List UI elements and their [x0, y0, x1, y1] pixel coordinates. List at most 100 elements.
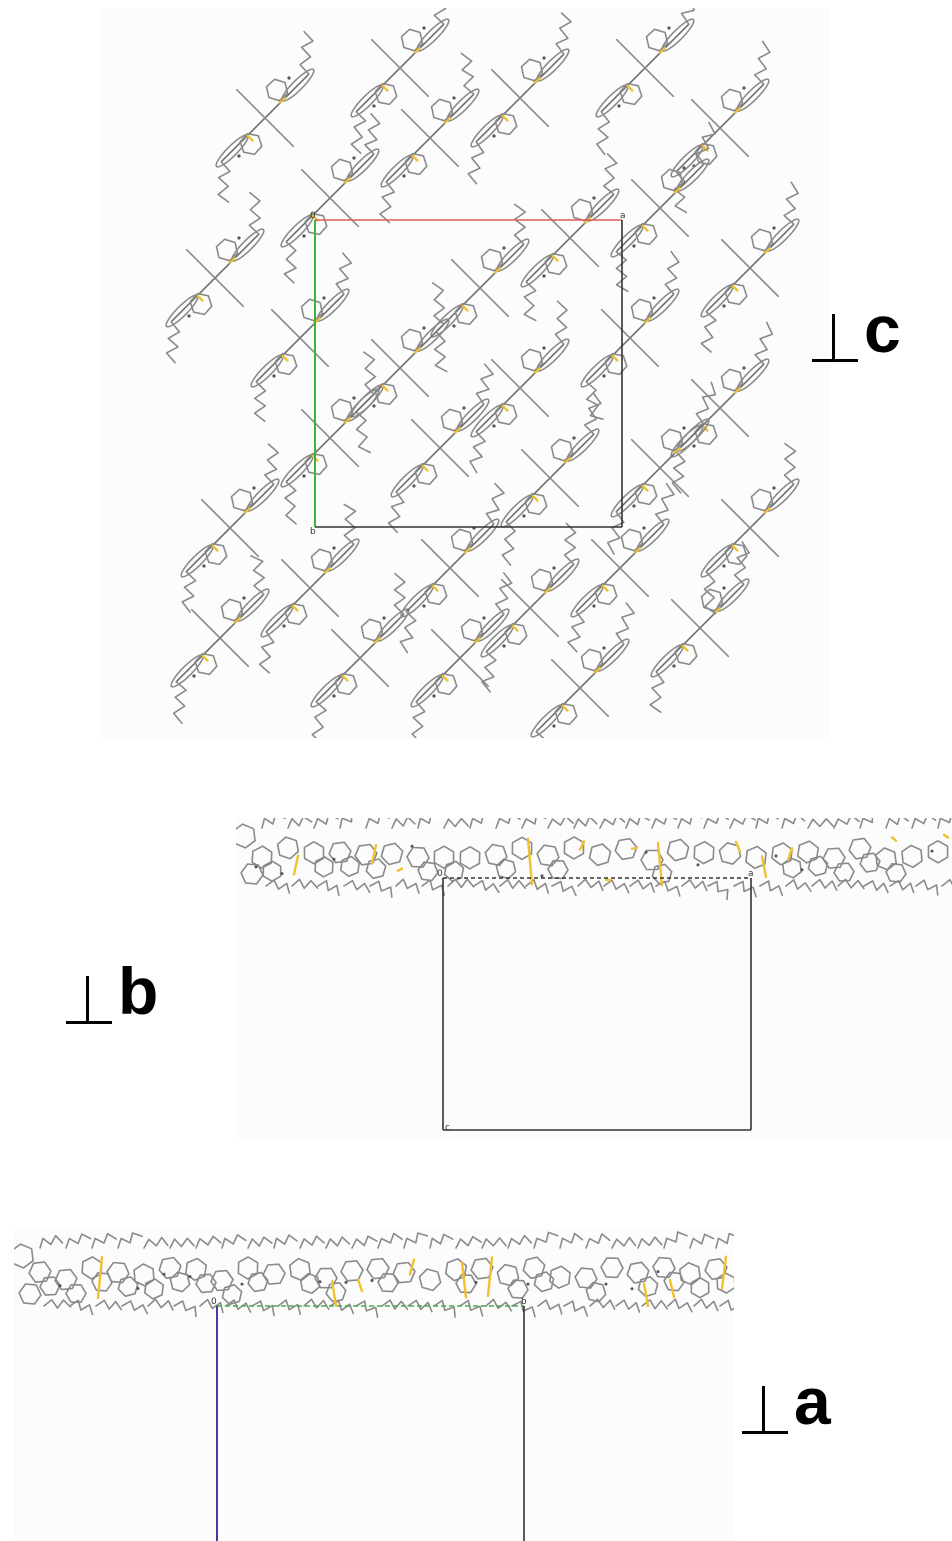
alkyl-chain: [759, 880, 784, 897]
atom-dot: [774, 854, 778, 858]
alkyl-chain: [681, 878, 708, 892]
cross-bond: [450, 258, 510, 318]
sulfur-atom: [486, 1256, 494, 1298]
atom-dot: [287, 76, 291, 80]
benzene-ring: [796, 840, 820, 864]
benzene-ring: [265, 78, 289, 102]
atom-dot: [742, 366, 746, 370]
benzene-ring: [314, 855, 334, 878]
sulfur-atom: [658, 47, 666, 54]
benzene-ring: [54, 1268, 78, 1291]
benzene-ring: [720, 88, 744, 112]
cross-bond: [400, 108, 460, 168]
molecule-layer: [14, 1231, 734, 1318]
benzene-ring: [240, 863, 264, 885]
benzene-ring: [885, 862, 907, 883]
alkyl-chain: [937, 818, 952, 829]
alkyl-chain: [595, 111, 611, 156]
benzene-ring: [433, 845, 455, 870]
sulfur-atom: [330, 1280, 338, 1307]
sulfur-atom: [381, 384, 389, 392]
atom-dot: [667, 26, 671, 30]
sulfur-atom: [460, 1261, 468, 1299]
sulfur-atom: [493, 267, 501, 274]
perpendicular-symbol: [742, 1386, 788, 1434]
alkyl-chain: [291, 878, 319, 889]
atom-dot: [432, 694, 436, 698]
cross-bond: [500, 578, 560, 638]
atom-dot: [644, 850, 648, 854]
benzene-ring: [237, 1256, 259, 1280]
atom-dot: [602, 646, 606, 650]
sulfur-atom: [563, 457, 571, 464]
alkyl-chain: [537, 1299, 563, 1315]
alkyl-chain: [473, 879, 500, 894]
alkyl-chain: [551, 880, 577, 897]
benzene-ring: [470, 1257, 494, 1280]
benzene-ring: [704, 1257, 728, 1281]
alkyl-chain: [173, 1300, 197, 1318]
alkyl-chain: [395, 878, 420, 894]
benzene-ring: [520, 348, 544, 372]
benzene-ring: [443, 860, 465, 882]
plot-background: [236, 818, 952, 1138]
alkyl-chain: [615, 1299, 641, 1313]
alkyl-chain: [583, 392, 602, 436]
benzene-ring: [304, 452, 328, 476]
benzene-ring: [374, 82, 398, 106]
benzene-ring: [536, 844, 560, 867]
alkyl-chain: [499, 878, 527, 890]
sulfur-atom: [760, 855, 768, 879]
atom-dot: [540, 874, 544, 878]
cell-c-label: c: [445, 1123, 450, 1133]
alkyl-chain: [481, 1237, 507, 1249]
atom-dot: [332, 694, 336, 698]
alkyl-chain: [637, 1236, 663, 1249]
alkyl-chain: [693, 1298, 719, 1312]
sulfur-atom: [673, 187, 681, 194]
alkyl-chain: [355, 1300, 379, 1318]
atom-dot: [602, 374, 606, 378]
benzene-ring: [340, 1260, 364, 1282]
alkyl-chain: [911, 818, 937, 829]
alkyl-chain: [433, 8, 447, 26]
alkyl-chain: [807, 818, 834, 829]
cross-bond: [550, 658, 610, 718]
alkyl-chain: [485, 1298, 513, 1312]
atom-dot: [282, 624, 286, 628]
atom-dot: [302, 234, 306, 238]
atom-dot: [370, 1279, 374, 1283]
benzene-ring: [328, 841, 352, 864]
sulfur-atom: [731, 284, 739, 292]
atom-dot: [254, 865, 258, 869]
atom-dot: [252, 486, 256, 490]
alkyl-chain: [248, 191, 261, 235]
atom-dot: [617, 104, 621, 108]
sulfur-atom: [292, 854, 300, 876]
alkyl-chain: [563, 522, 577, 566]
alkyl-chain: [467, 141, 485, 185]
benzene-ring: [185, 1257, 207, 1282]
atom-dot: [772, 226, 776, 230]
alkyl-chain: [264, 443, 279, 486]
cross-bond: [270, 308, 330, 368]
sulfur-atom: [396, 867, 404, 872]
atom-dot: [930, 849, 934, 853]
cross-bond: [520, 448, 580, 508]
alkyl-chain: [863, 880, 889, 894]
benzene-ring: [310, 548, 334, 572]
sulfur-atom: [641, 484, 649, 492]
benzene-ring: [574, 1267, 598, 1289]
sulfur-atom: [533, 77, 541, 84]
benzene-ring: [630, 298, 654, 322]
alkyl-chain: [195, 1235, 222, 1249]
cross-bond: [370, 338, 430, 398]
alkyl-chain: [91, 1232, 117, 1249]
benzene-ring: [434, 672, 458, 696]
alkyl-chain: [754, 321, 774, 366]
alkyl-chain: [689, 1233, 715, 1249]
benzene-ring: [634, 482, 658, 506]
benzene-ring: [454, 302, 478, 326]
alkyl-chain: [521, 818, 547, 829]
alkyl-chain: [381, 1299, 409, 1310]
